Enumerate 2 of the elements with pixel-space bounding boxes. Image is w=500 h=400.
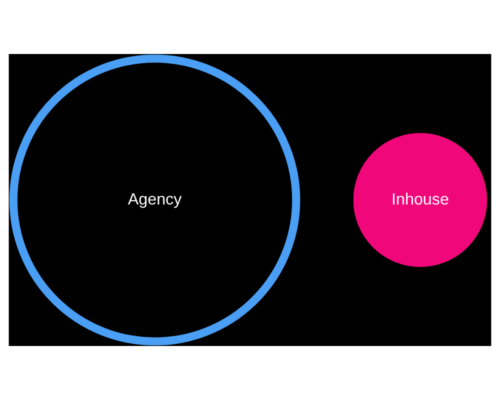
node-circle: Agency	[9, 54, 300, 346]
node-circle: Inhouse	[353, 133, 488, 267]
